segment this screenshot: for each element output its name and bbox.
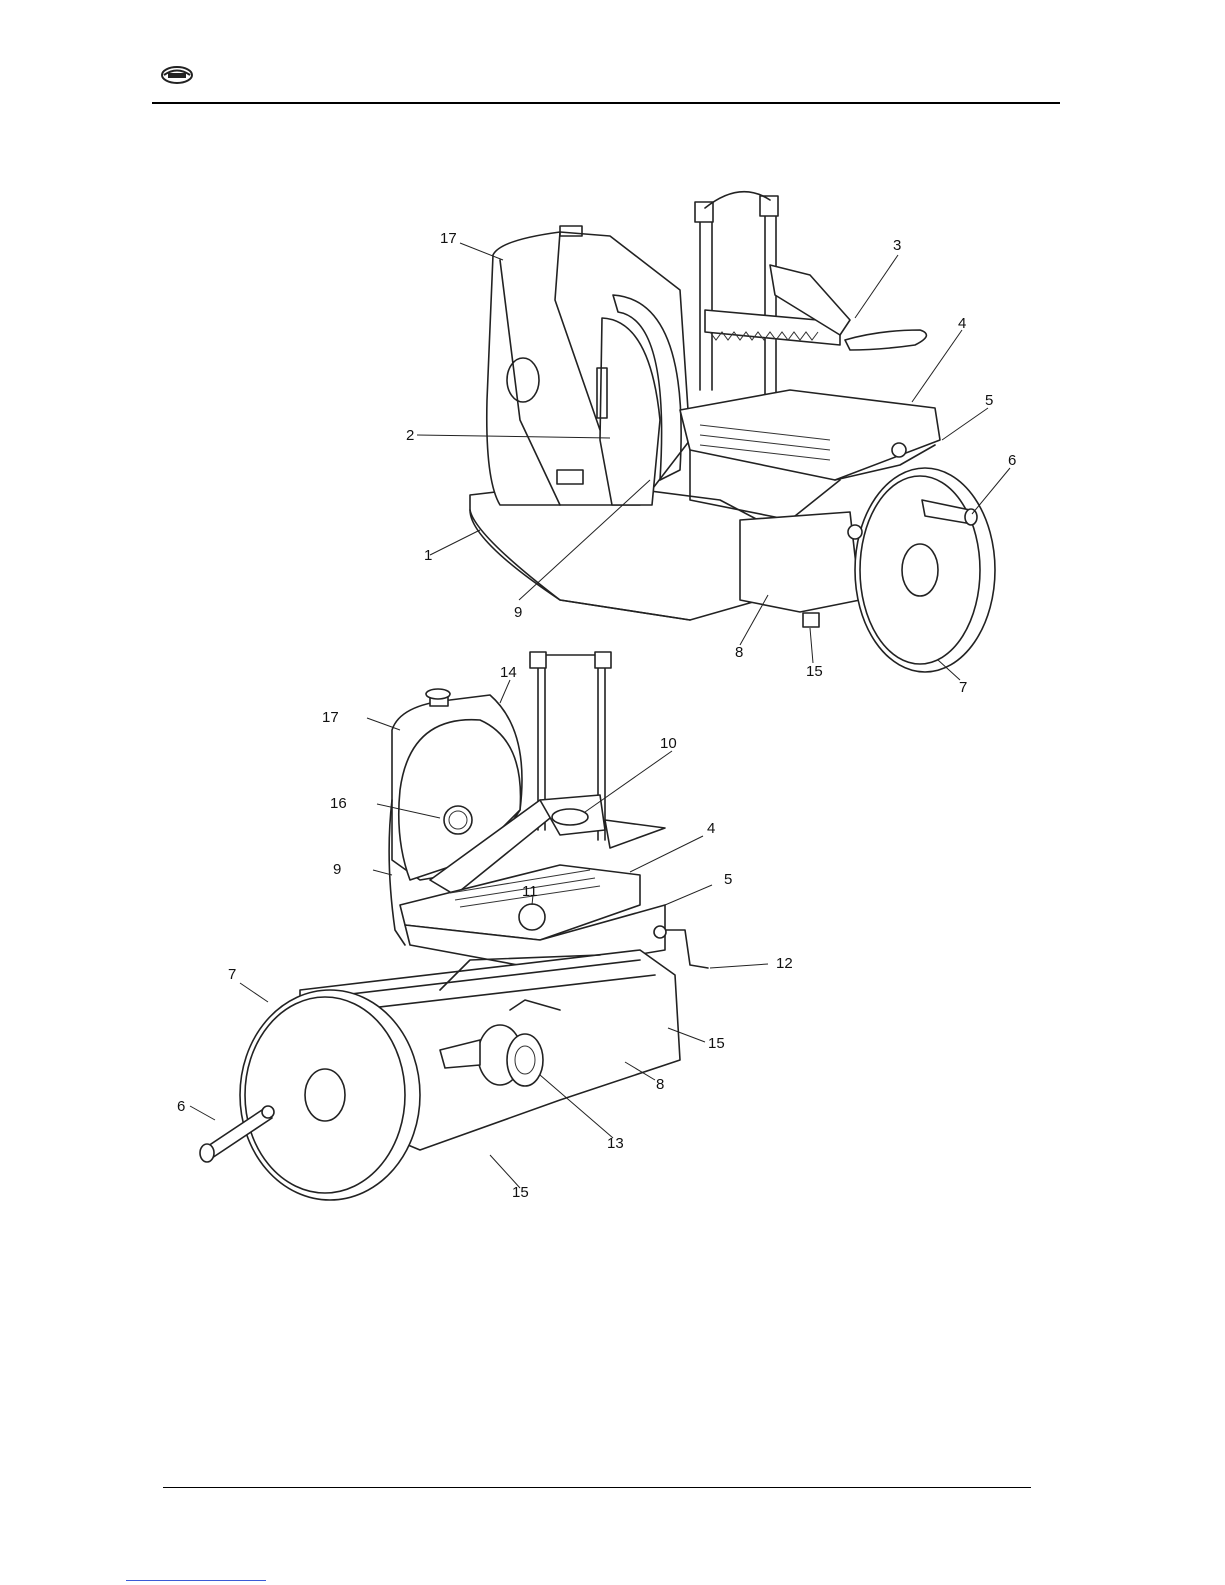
callout-9-bottom: 9: [333, 861, 341, 878]
callout-1: 1: [424, 547, 432, 564]
callout-5-top: 5: [985, 392, 993, 409]
callout-17-bottom: 17: [322, 709, 339, 726]
callout-15-bottom-right: 15: [708, 1035, 725, 1052]
callout-5-bottom: 5: [724, 871, 732, 888]
callout-14: 14: [500, 664, 517, 681]
callout-17-top: 17: [440, 230, 457, 247]
callout-7-bottom: 7: [228, 966, 236, 983]
slicer-rear-view: [200, 652, 708, 1200]
footer-link-underline[interactable]: [126, 1580, 266, 1581]
callout-6-bottom: 6: [177, 1098, 185, 1115]
callout-4-bottom: 4: [707, 820, 715, 837]
callout-8-bottom: 8: [656, 1076, 664, 1093]
callout-12: 12: [776, 955, 793, 972]
slicer-front-view: [470, 192, 995, 672]
callout-6-top: 6: [1008, 452, 1016, 469]
callout-13: 13: [607, 1135, 624, 1152]
callout-4-top: 4: [958, 315, 966, 332]
callout-9-top: 9: [514, 604, 522, 621]
callout-16: 16: [330, 795, 347, 812]
callout-11: 11: [522, 883, 538, 900]
footer-rule: [163, 1487, 1031, 1488]
callout-8-top: 8: [735, 644, 743, 661]
callout-15-top: 15: [806, 663, 823, 680]
callout-7-top: 7: [959, 679, 967, 696]
callout-3: 3: [893, 237, 901, 254]
callout-2: 2: [406, 427, 414, 444]
callout-15-bottom: 15: [512, 1184, 529, 1201]
callout-10: 10: [660, 735, 677, 752]
